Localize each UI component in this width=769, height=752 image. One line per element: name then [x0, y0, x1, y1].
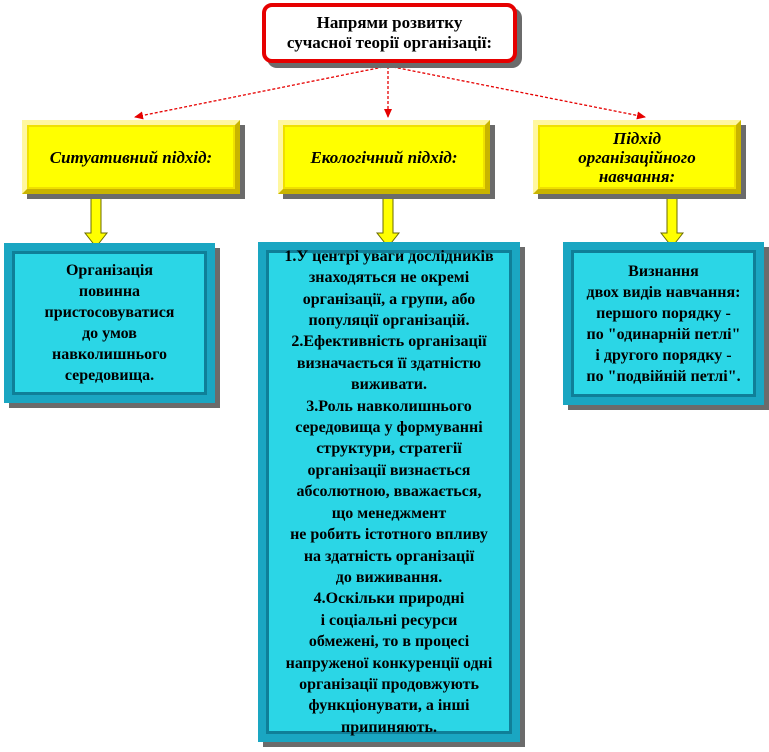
- down-arrow-middle: [375, 197, 401, 248]
- title-line-2: сучасної теорії організації:: [286, 33, 493, 52]
- header-ecological-text: Екологічний підхід:: [310, 147, 458, 167]
- title-line-1: Напрями розвитку: [316, 13, 463, 32]
- content-learning-text: Визнання двох видів навчання: першого по…: [586, 262, 741, 385]
- content-ecological-inner: 1.У центрі уваги дослідників знаходяться…: [266, 248, 512, 736]
- content-learning: Визнання двох видів навчання: першого по…: [563, 242, 764, 405]
- header-learning: Підхід організаційного навчання:: [533, 120, 741, 194]
- header-situational-inner: Ситуативний підхід:: [27, 125, 235, 189]
- content-ecological: 1.У центрі уваги дослідників знаходяться…: [258, 242, 520, 742]
- header-ecological: Екологічний підхід:: [278, 120, 490, 194]
- title-box: Напрями розвитку сучасної теорії організ…: [262, 3, 517, 63]
- header-learning-text: Підхід організаційного навчання:: [578, 128, 696, 186]
- content-learning-inner: Визнання двох видів навчання: першого по…: [571, 250, 756, 397]
- content-ecological-text: 1.У центрі уваги дослідників знаходяться…: [284, 247, 494, 736]
- content-situational-text: Організація повинна пристосовуватися до …: [44, 262, 175, 384]
- arrow-to-learning: [387, 65, 646, 120]
- arrow-to-situational: [134, 65, 389, 120]
- content-situational-inner: Організація повинна пристосовуватися до …: [12, 251, 207, 395]
- yellow-block-arrows: [83, 197, 685, 248]
- content-situational: Організація повинна пристосовуватися до …: [4, 243, 215, 403]
- down-arrow-right: [659, 197, 685, 248]
- header-ecological-inner: Екологічний підхід:: [283, 125, 485, 189]
- down-arrow-left: [83, 197, 109, 248]
- red-dashed-arrows: [134, 65, 646, 120]
- header-situational: Ситуативний підхід:: [22, 120, 240, 194]
- header-learning-inner: Підхід організаційного навчання:: [538, 125, 736, 189]
- title-text: Напрями розвитку сучасної теорії організ…: [287, 13, 492, 53]
- header-situational-text: Ситуативний підхід:: [49, 147, 213, 167]
